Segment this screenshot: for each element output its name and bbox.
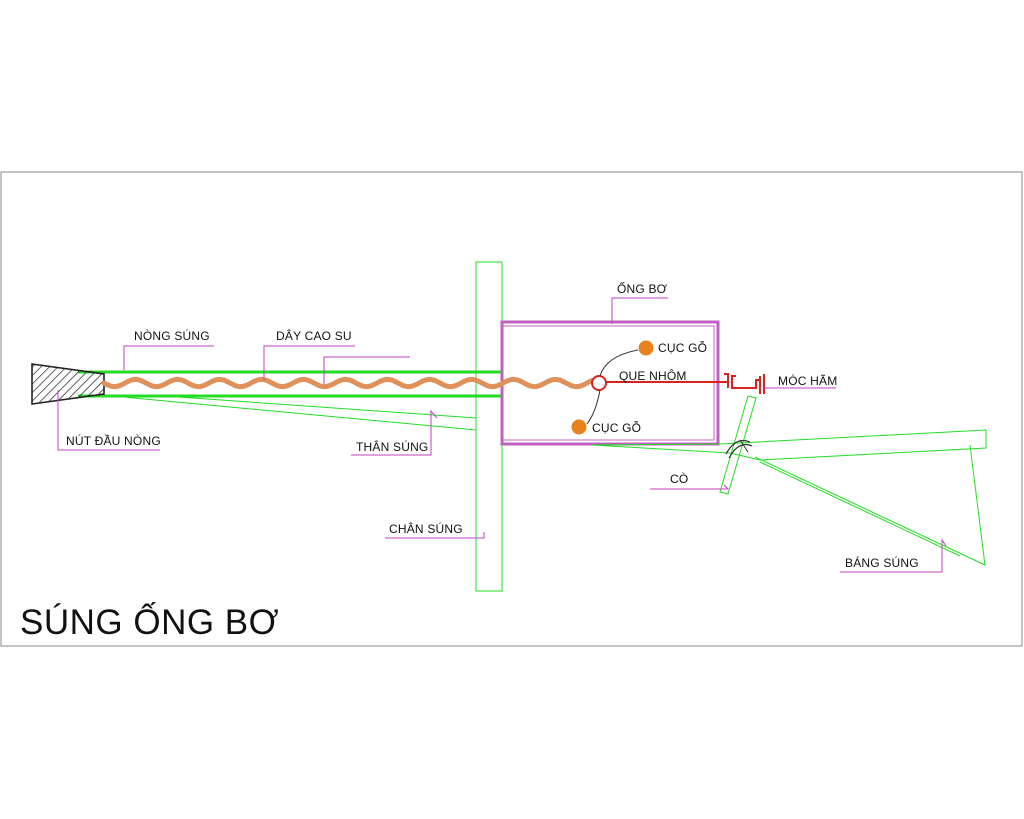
gun-body-outline: [101, 394, 477, 431]
diagram-title: SÚNG ỐNG BƠ: [20, 602, 279, 642]
leader-lines: [57, 297, 947, 573]
gun-stock: [591, 429, 987, 566]
rod-ring: [591, 375, 607, 391]
label-co: CÒ: [670, 471, 688, 486]
barrel: [78, 370, 502, 398]
label-que-nhom: QUE NHÔM: [619, 368, 687, 383]
rubber-band: [101, 376, 595, 390]
trigger: [719, 395, 757, 495]
label-nong-sung: NÒNG SÚNG: [134, 328, 210, 343]
label-cuc-go-top: CỤC GỖ: [658, 340, 707, 355]
drawing-frame: [0, 171, 1023, 647]
label-moc-ham: MÓC HÃM: [778, 373, 837, 388]
aluminum-rod: [606, 373, 765, 394]
label-cuc-go-bottom: CỤC GỖ: [592, 420, 641, 435]
muzzle-plug: [31, 363, 105, 405]
wood-ball-top: [638, 340, 654, 356]
label-than-sung: THÂN SÚNG: [356, 439, 428, 454]
wood-ball-bottom: [571, 419, 587, 435]
wood-ball-link: [586, 349, 639, 425]
label-nut-dau-nong: NÚT ĐẦU NÒNG: [66, 433, 161, 448]
label-bang-sung: BÁNG SÚNG: [845, 555, 919, 570]
label-ong-bo: ỐNG BƠ: [617, 281, 668, 296]
gun-leg: [475, 261, 503, 592]
label-day-cao-su: DÂY CAO SU: [276, 328, 352, 343]
label-chan-sung: CHÂN SÚNG: [389, 521, 463, 536]
